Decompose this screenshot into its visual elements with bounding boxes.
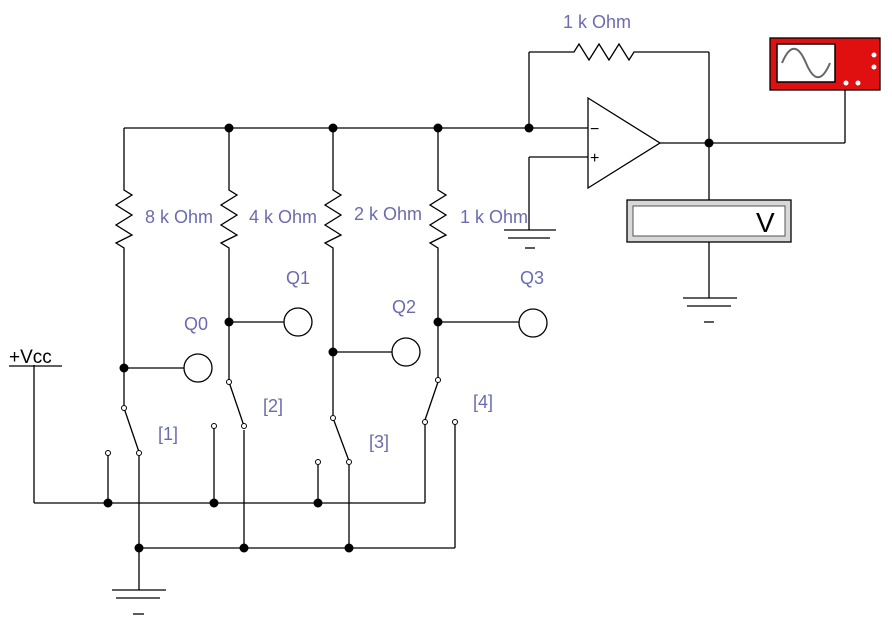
label-q3: Q3 xyxy=(520,268,544,288)
label-switch-4: [4] xyxy=(473,392,493,412)
label-resistor-1k: 1 k Ohm xyxy=(460,207,528,227)
label-feedback-resistor: 1 k Ohm xyxy=(563,12,631,32)
label-q0: Q0 xyxy=(184,314,208,334)
label-q1: Q1 xyxy=(286,268,310,288)
probe-q0[interactable] xyxy=(183,353,213,383)
probe-q3[interactable] xyxy=(518,308,548,338)
probe-q1[interactable] xyxy=(283,307,313,337)
label-switch-1: [1] xyxy=(158,424,178,444)
label-resistor-2k: 2 k Ohm xyxy=(354,204,422,224)
label-resistor-4k: 4 k Ohm xyxy=(249,207,317,227)
sine-wave-icon xyxy=(781,47,831,79)
resistor-feedback xyxy=(567,42,640,62)
switch-contacts xyxy=(105,377,458,465)
resistors xyxy=(114,42,640,250)
voltmeter[interactable]: V xyxy=(626,199,792,243)
label-resistor-8k: 8 k Ohm xyxy=(145,207,213,227)
label-vcc: +Vcc xyxy=(9,347,52,368)
resistor-4k xyxy=(219,180,239,250)
probe-q2[interactable] xyxy=(391,337,421,367)
resistor-2k xyxy=(323,180,343,250)
label-q2: Q2 xyxy=(392,297,416,317)
oscilloscope[interactable] xyxy=(769,37,881,91)
ground-opamp-plus xyxy=(504,229,556,249)
grounds xyxy=(112,229,737,615)
voltmeter-unit: V xyxy=(756,207,775,238)
ground-switch-rail xyxy=(112,589,166,615)
junction-dots xyxy=(103,123,714,553)
opamp: − + xyxy=(587,96,662,190)
label-switch-2: [2] xyxy=(263,396,283,416)
ground-voltmeter xyxy=(683,297,737,323)
resistor-8k xyxy=(114,180,134,250)
opamp-noninverting-label: + xyxy=(590,150,599,167)
wires xyxy=(33,51,846,590)
opamp-inverting-label: − xyxy=(590,121,599,138)
resistor-1k xyxy=(428,180,448,250)
label-switch-3: [3] xyxy=(369,432,389,452)
